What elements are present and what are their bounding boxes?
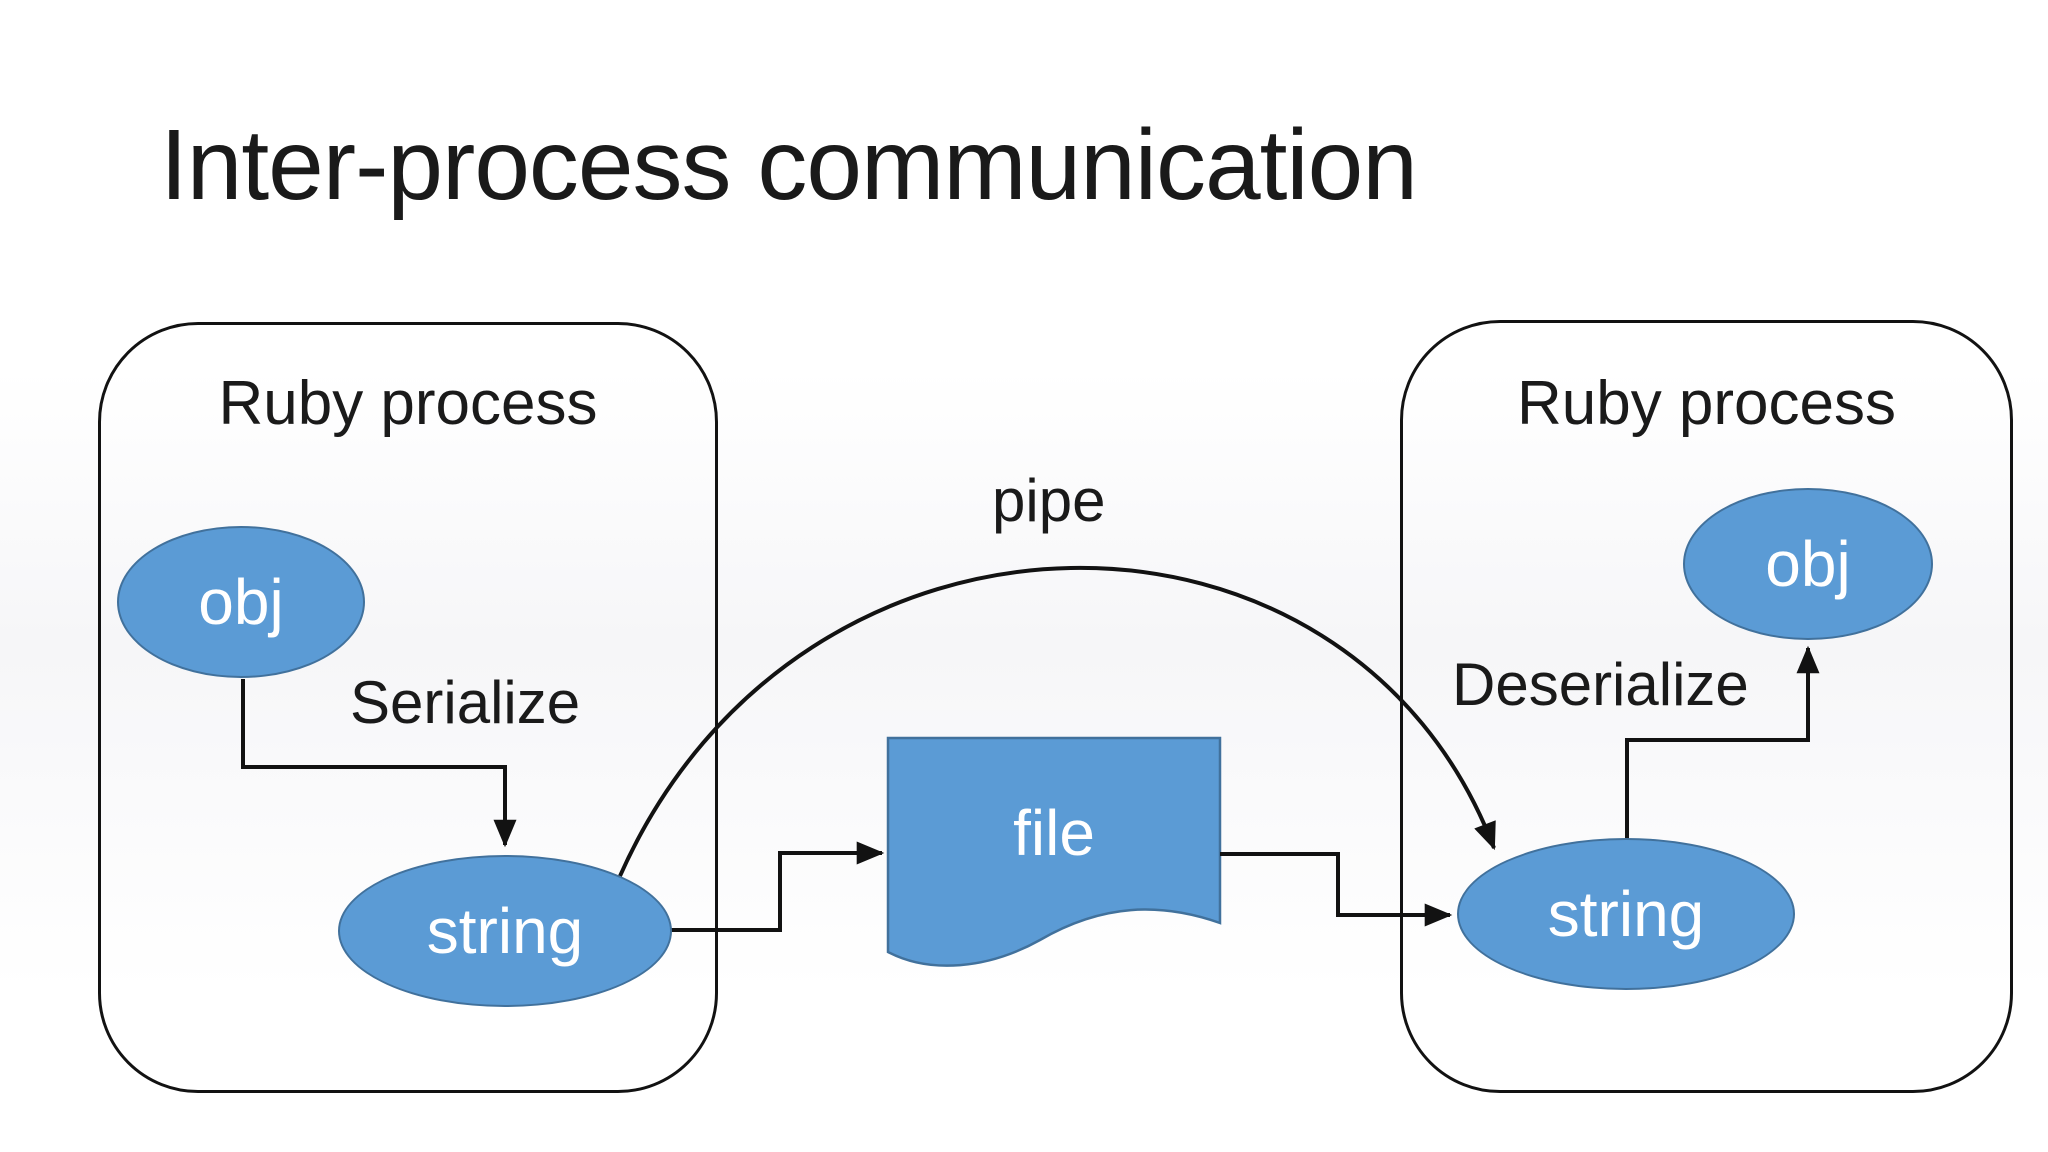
left-string-ellipse: string [338, 855, 672, 1007]
right-string-ellipse: string [1457, 838, 1795, 990]
left-string-label: string [426, 895, 584, 967]
right-string-label: string [1547, 878, 1705, 950]
deserialize-label: Deserialize [1452, 651, 1749, 718]
right-obj-label: obj [1765, 528, 1851, 600]
serialize-label: Serialize [350, 669, 581, 736]
left-obj-label: obj [198, 566, 284, 638]
right-obj-ellipse: obj [1683, 488, 1933, 640]
pipe-label: pipe [992, 467, 1106, 534]
right-process-title: Ruby process [1516, 369, 1897, 438]
left-obj-ellipse: obj [117, 526, 365, 678]
left-process-title: Ruby process [218, 369, 598, 438]
file-label: file [1013, 797, 1095, 869]
slide-title: Inter-process communication [160, 109, 1418, 221]
